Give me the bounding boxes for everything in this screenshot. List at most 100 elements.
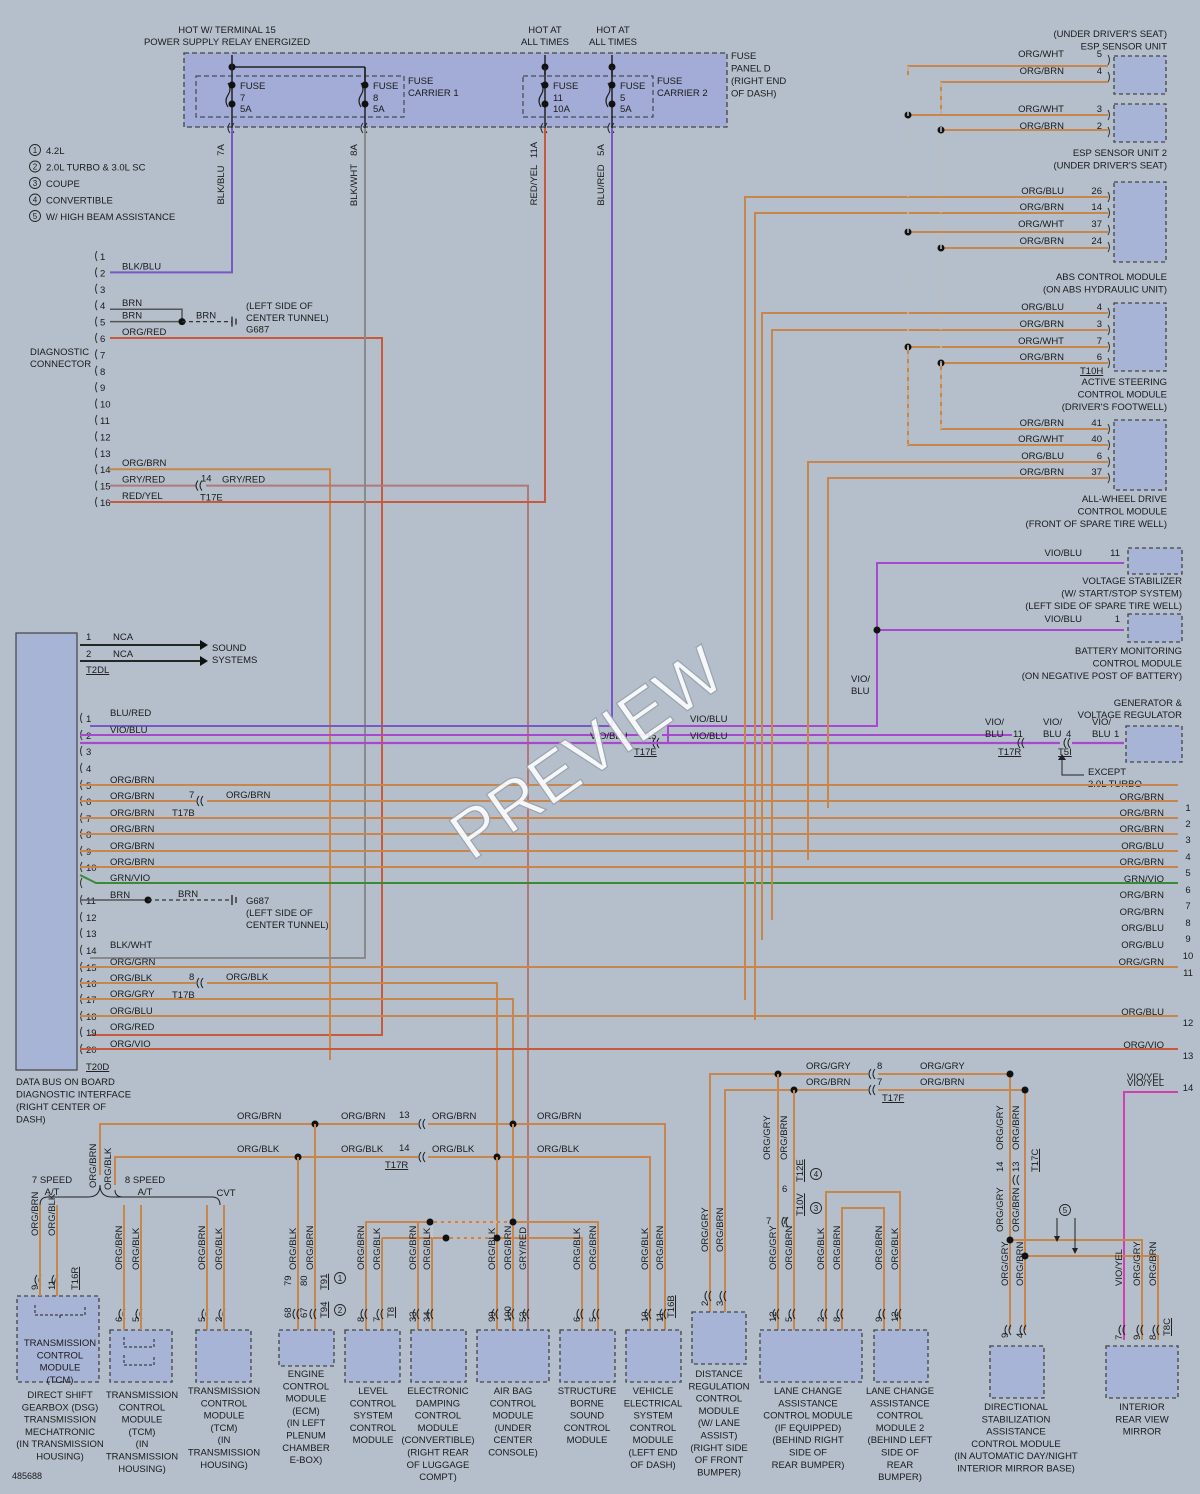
connector-id: T12E xyxy=(795,1159,806,1182)
wire-color-label: ORG/BRN xyxy=(408,1226,419,1270)
tcm1-label: HOUSING) xyxy=(36,1452,84,1463)
databus-pin-number: 2 xyxy=(86,731,91,742)
databus-pin-mark xyxy=(80,712,83,724)
tcm1-box xyxy=(16,1295,100,1383)
wire-color-label: ORG/BRN xyxy=(503,1226,514,1270)
databus-pin-number: 1 xyxy=(86,714,91,725)
databus-pin-mark xyxy=(80,762,83,774)
gearbox-label: A/T xyxy=(45,1187,60,1198)
dsa-label: INTERIOR MIRROR BASE) xyxy=(957,1464,1075,1475)
wire-color-label: ORG/BRN xyxy=(305,1226,316,1270)
dsa-label: ASSISTANCE xyxy=(986,1427,1045,1438)
pin-number: 24 xyxy=(1091,236,1102,247)
wire-color-label: ORG/VIO xyxy=(1123,1040,1164,1051)
connector-id: T17C xyxy=(1030,1149,1041,1172)
mirror-label: INTERIOR xyxy=(1119,1402,1165,1413)
abs-module-box xyxy=(1113,181,1167,263)
tcm2-label: MODULE xyxy=(122,1415,163,1426)
wire-color-label: VIO/BLU xyxy=(590,731,628,742)
tcm1-label: TRANSMISSION xyxy=(24,1415,96,1426)
wire-color-label: RED/YEL xyxy=(529,165,540,206)
pin-number: 9 xyxy=(30,1285,41,1290)
connector-id: T5I xyxy=(1058,747,1072,758)
level-label: CONTROL xyxy=(350,1398,396,1409)
tcm-title: CONTROL xyxy=(37,1350,83,1361)
diag-pin-number: 11 xyxy=(100,416,110,427)
sound-target: SOUND xyxy=(212,643,246,654)
fuse-name: FUSE xyxy=(620,81,645,92)
fuse-panel-label: PANEL D xyxy=(731,64,771,75)
damping-label: (RIGHT REAR xyxy=(407,1448,469,1459)
wire-color-label: ORG/WHT xyxy=(1018,104,1064,115)
legend-marker xyxy=(29,177,41,189)
wire-color-label: ORG/BLU xyxy=(1021,451,1064,462)
connector-id: T17B xyxy=(172,808,195,819)
diag-pin-mark xyxy=(95,447,98,459)
databus-pin-number: 15 xyxy=(86,963,97,974)
right-edge-number: 7 xyxy=(1185,901,1190,912)
databus-pin-mark xyxy=(80,745,83,757)
ground-location: CENTER TUNNEL) xyxy=(246,920,329,931)
diag-pin-mark xyxy=(95,349,98,360)
wire-color-label: RED/YEL xyxy=(122,491,163,502)
tcm2-label: (TCM) xyxy=(129,1427,156,1438)
databus-pin-number: 12 xyxy=(86,913,97,924)
wire-color-label: ORG/BRN xyxy=(1120,907,1164,918)
wire-color-label: ORG/BRN xyxy=(1120,857,1164,868)
diag-pin-number: 7 xyxy=(100,350,105,361)
tcm3-label: MODULE xyxy=(204,1411,245,1422)
pin-number: 5 xyxy=(1097,49,1102,60)
fuse-dot xyxy=(228,100,236,108)
fuse-number: 11 xyxy=(553,93,563,104)
tcm1-label: MECHATRONIC xyxy=(25,1427,95,1438)
databus-pin-number: 9 xyxy=(86,847,91,858)
gearbox-label: 8 SPEED xyxy=(125,1175,165,1186)
active-steering-module-title: ACTIVE STEERING xyxy=(1081,377,1167,388)
connector-id: T20D xyxy=(86,1062,109,1073)
pin-number: 2 xyxy=(816,1317,827,1322)
connector-t17r xyxy=(418,1151,426,1163)
wire-color-label: ORG/WHT xyxy=(1018,336,1064,347)
pin-number: 10 xyxy=(640,1311,651,1322)
fuse-pin: 8A xyxy=(349,144,360,156)
databus-pin-mark xyxy=(80,1026,83,1038)
wire-color-label: ORG/BLK xyxy=(432,1144,475,1155)
fuse-rating: 5A xyxy=(620,104,632,115)
module-title: BATTERY MONITORING xyxy=(1075,646,1182,657)
gearbox-label: CVT xyxy=(217,1188,236,1199)
wire-color-label: BLU xyxy=(985,729,1004,740)
pin-mark xyxy=(1107,71,1110,83)
pin-number: 6 xyxy=(1097,451,1102,462)
pin-connector xyxy=(491,1308,499,1320)
wire-color-label: ORG/BRN xyxy=(1148,1242,1159,1286)
pin-mark xyxy=(1107,324,1110,336)
ground-id: G687 xyxy=(246,896,269,907)
splice-dot xyxy=(493,1234,501,1242)
wire-org-brn xyxy=(754,212,1108,1020)
wire-color-label: ORG/BRN xyxy=(1020,121,1064,132)
pin-number: 6 xyxy=(114,1317,125,1322)
pin-number: 3 xyxy=(715,1301,726,1306)
right-edge-number: 13 xyxy=(1183,1051,1194,1062)
pin-number: 4 xyxy=(1097,302,1102,313)
wire-color-label: ORG/BLK xyxy=(110,973,153,984)
pin-number: 99 xyxy=(487,1311,498,1322)
sound-label: MODULE xyxy=(567,1435,608,1446)
wire-grn-vio xyxy=(79,874,1178,884)
splice-dot xyxy=(1021,1252,1029,1260)
pin-connector xyxy=(878,1308,886,1320)
lane1-label: CONTROL MODULE xyxy=(763,1411,852,1422)
ecm-label: E-BOX) xyxy=(290,1455,323,1466)
diag-pin-number: 16 xyxy=(100,498,111,509)
hot-label: HOT AT xyxy=(528,25,562,36)
wire-color-label: ORG/BLK xyxy=(422,1227,433,1270)
wire-color-label: ORG/BRN xyxy=(1120,824,1164,835)
right-edge-number: 9 xyxy=(1185,934,1190,945)
diag-pin-number: 14 xyxy=(100,465,111,476)
wire-color-label: ORG/BRN xyxy=(874,1226,885,1270)
pin-number: 7 xyxy=(372,1317,383,1322)
diag-pin-mark xyxy=(95,463,98,475)
fuse-dot xyxy=(608,100,616,108)
pin-number: 7 xyxy=(1097,336,1102,347)
sound-label: STRUCTURE xyxy=(558,1386,617,1397)
